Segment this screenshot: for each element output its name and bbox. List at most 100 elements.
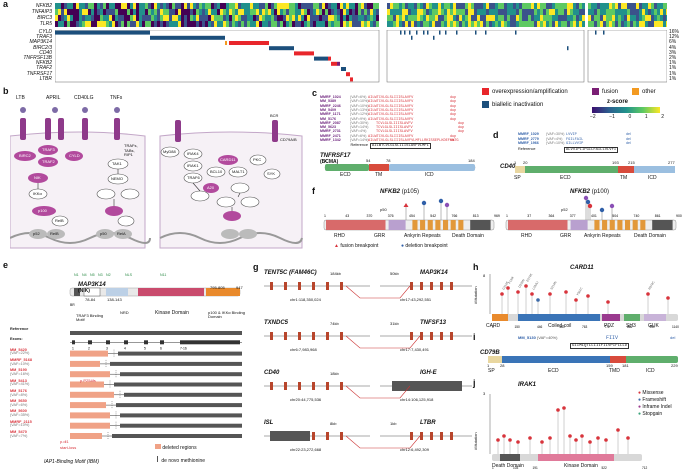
ankyrin-repeat <box>625 220 631 230</box>
heatmap-cell <box>58 15 61 21</box>
heatmap-cell <box>298 9 301 15</box>
heatmap-cell <box>358 9 361 15</box>
heatmap-cell <box>271 3 274 9</box>
heatmap-cell <box>187 21 190 27</box>
deleted-region <box>70 402 106 409</box>
row-vaf: (VAF=22%) <box>10 351 30 356</box>
heatmap-cell <box>645 9 648 15</box>
map3k14-row-label: MM_5413(VAF=41%) <box>10 379 29 388</box>
mutation-marker <box>580 434 584 438</box>
panel-e-label: e <box>3 260 9 270</box>
heatmap-cell <box>495 3 498 9</box>
tick-label: 364 <box>549 214 555 218</box>
heatmap-cell <box>145 3 148 9</box>
heatmap-cell <box>334 15 337 21</box>
legend-text: Frameshift <box>642 397 667 403</box>
heatmap-cell <box>163 3 166 9</box>
heatmap-cell <box>232 3 235 9</box>
heatmap-cell <box>256 21 259 27</box>
heatmap-cell <box>211 15 214 21</box>
heatmap-cell <box>411 15 414 21</box>
cd40-domain: TM <box>620 175 628 181</box>
cd40-icd <box>634 166 675 173</box>
heatmap-cell <box>624 15 627 21</box>
heatmap-cell <box>226 3 229 9</box>
heatmap-cell <box>549 15 552 21</box>
g-label: 74kb <box>330 321 339 326</box>
heatmap-cell <box>256 15 259 21</box>
heatmap-cell <box>103 21 106 27</box>
tick-label: 813 <box>473 214 479 218</box>
g-label: chr20:44,775,536 <box>290 397 322 402</box>
heatmap-cell <box>79 3 82 9</box>
heatmap-cell <box>534 3 537 9</box>
legend-item: ● Stopgain <box>638 411 682 418</box>
g-label: TXNDC5 <box>264 320 289 326</box>
heatmap-cell <box>142 21 145 27</box>
heatmap-cell <box>151 21 154 27</box>
heatmap-cell <box>564 3 567 9</box>
heatmap-cell <box>316 9 319 15</box>
heatmap-cell <box>220 9 223 15</box>
heatmap-cell <box>235 3 238 9</box>
heatmap-cell <box>145 9 148 15</box>
heatmap-cell <box>352 9 355 15</box>
heatmap-cell <box>289 9 292 15</box>
tnf-sub-line: TRAFs, <box>124 143 138 148</box>
f-domain: GRR <box>374 233 386 239</box>
heatmap-cell <box>561 9 564 15</box>
heatmap-cell <box>501 9 504 15</box>
heatmap-cell <box>576 3 579 9</box>
p100-box <box>206 288 240 296</box>
i-domain: ECD <box>548 368 559 374</box>
heatmap-cell <box>540 15 543 21</box>
heatmap-cell <box>654 3 657 9</box>
heatmap-gene: BIRC3 <box>37 15 52 21</box>
heatmap-cell <box>639 21 642 27</box>
heatmap-cell <box>645 3 648 9</box>
heatmap-cell <box>465 3 468 9</box>
heatmap-cell <box>295 3 298 9</box>
heatmap-cell <box>537 3 540 9</box>
heatmap-cell <box>367 21 370 27</box>
heatmap-cell <box>196 9 199 15</box>
taci-receptor <box>45 118 51 140</box>
breakpoint-marker <box>609 203 615 209</box>
reference-seq: ALVVIPIIFGILFAILLVLVFI <box>564 147 619 153</box>
heatmap-cell <box>474 9 477 15</box>
heatmap-cell <box>630 15 633 21</box>
exon-block <box>298 282 301 290</box>
heatmap-cell <box>645 15 648 21</box>
heatmap-cell <box>660 21 663 27</box>
vaf: (VAF=6%) <box>350 95 367 99</box>
ikba2-node <box>223 211 241 221</box>
heatmap-cell <box>157 9 160 15</box>
heatmap-cell <box>166 9 169 15</box>
deleted-region <box>70 422 110 429</box>
heatmap-cell <box>109 15 112 21</box>
pct: 12% <box>669 34 680 41</box>
heatmap-cell <box>462 21 465 27</box>
heatmap-cell <box>199 3 202 9</box>
heatmap-cell <box>325 15 328 21</box>
biallelic-label: biallelic inactivation <box>492 102 544 108</box>
exon-block <box>144 340 148 345</box>
bcma-domain-label: ECD <box>340 172 351 178</box>
heatmap-cell <box>531 21 534 27</box>
heatmap-cell <box>334 9 337 15</box>
mut-type: dup <box>450 133 456 138</box>
g-label: chr22:23,272,668 <box>290 447 322 452</box>
alteration-mark <box>439 30 441 35</box>
heatmap-cell <box>292 9 295 15</box>
heatmap-cell <box>214 21 217 27</box>
circle-icon: ● <box>401 243 405 249</box>
heatmap-cell <box>367 3 370 9</box>
node-text: RelA <box>117 231 126 236</box>
alteration-mark <box>515 30 517 35</box>
heatmap-cell <box>331 9 334 15</box>
